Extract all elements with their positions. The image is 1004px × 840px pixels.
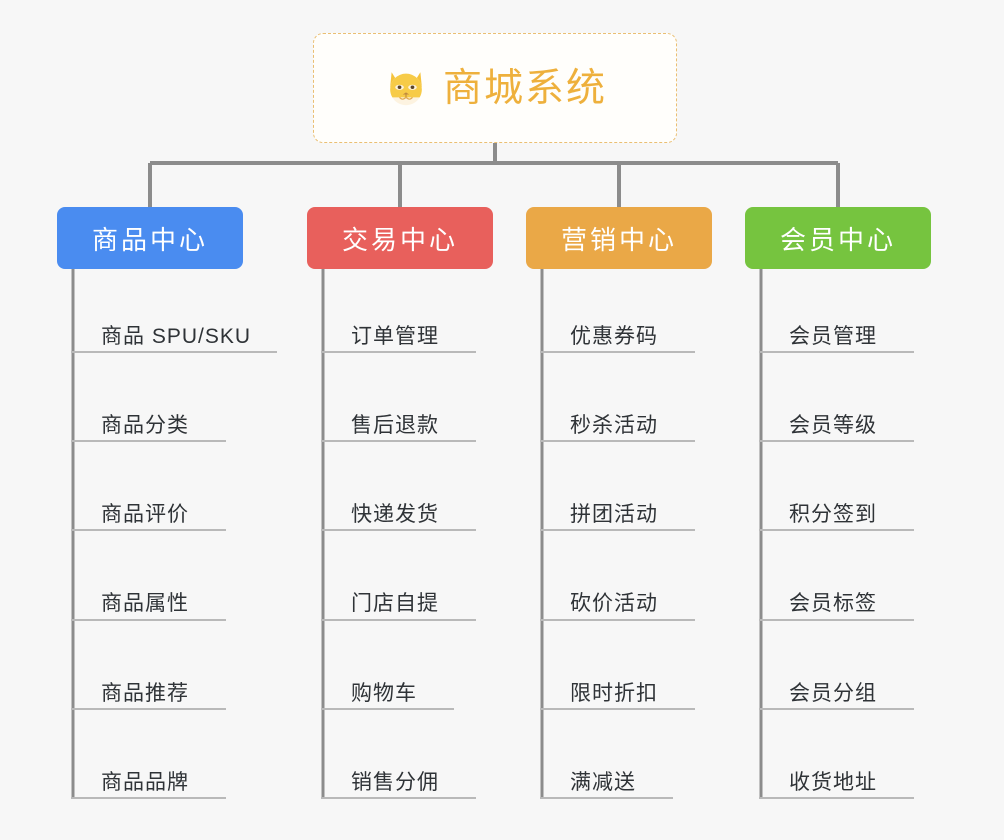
leaf-item[interactable]: 商品 SPU/SKU (71, 307, 277, 353)
leaf-item-label: 销售分佣 (351, 770, 439, 794)
leaf-item-label: 快递发货 (351, 503, 439, 527)
header-marketing-center[interactable]: 营销中心 (526, 207, 712, 269)
root-title: 商城系统 (442, 66, 607, 110)
header-trade-center-label: 交易中心 (341, 224, 458, 255)
header-marketing-center-label: 营销中心 (560, 224, 677, 255)
leaf-item[interactable]: 快递发货 (321, 485, 476, 532)
leaf-item[interactable]: 售后退款 (321, 396, 476, 443)
leaf-item[interactable]: 会员管理 (759, 307, 914, 353)
leaf-item-label: 售后退款 (351, 414, 439, 438)
column-marketing-center: 营销中心 优惠券码秒杀活动拼团活动砍价活动限时折扣满减送 (526, 0, 746, 840)
header-member-center[interactable]: 会员中心 (745, 207, 931, 269)
leaf-item-label: 会员等级 (789, 414, 877, 438)
leaf-item[interactable]: 商品评价 (71, 485, 226, 532)
leaf-item[interactable]: 销售分佣 (321, 753, 476, 799)
leaf-item-label: 商品分类 (101, 414, 189, 438)
leaf-item[interactable]: 商品属性 (71, 575, 226, 621)
leaf-item[interactable]: 会员等级 (759, 396, 914, 443)
leaf-item[interactable]: 砍价活动 (540, 575, 695, 621)
leaf-item-label: 会员标签 (789, 592, 877, 616)
leaf-item-label: 购物车 (351, 681, 417, 705)
leaf-item[interactable]: 积分签到 (759, 485, 914, 532)
shiba-dog-icon (390, 72, 422, 106)
column-trade-center: 交易中心 订单管理售后退款快递发货门店自提购物车销售分佣 (307, 0, 527, 840)
leaf-item[interactable]: 门店自提 (321, 575, 476, 621)
leaf-item-label: 收货地址 (789, 770, 877, 794)
leaf-item-label: 商品 SPU/SKU (101, 324, 252, 348)
leaf-item-label: 商品推荐 (101, 681, 189, 705)
header-trade-center[interactable]: 交易中心 (307, 207, 493, 269)
leaf-item[interactable]: 订单管理 (321, 307, 476, 353)
header-product-center[interactable]: 商品中心 (57, 207, 243, 269)
leaf-item-label: 拼团活动 (570, 503, 658, 527)
header-member-center-label: 会员中心 (779, 224, 896, 255)
leaf-item-label: 优惠券码 (570, 324, 658, 348)
leaf-item-label: 会员管理 (789, 324, 877, 348)
column-member-center: 会员中心 会员管理会员等级积分签到会员标签会员分组收货地址 (745, 0, 965, 840)
leaf-item[interactable]: 商品推荐 (71, 664, 226, 710)
leaf-item-label: 秒杀活动 (570, 414, 658, 438)
leaf-item[interactable]: 秒杀活动 (540, 396, 695, 443)
leaf-item-label: 限时折扣 (570, 681, 658, 705)
leaf-item[interactable]: 会员分组 (759, 664, 914, 710)
root-node[interactable]: 商城系统 (313, 33, 677, 143)
leaf-item[interactable]: 满减送 (540, 753, 673, 799)
leaf-item[interactable]: 收货地址 (759, 753, 914, 799)
leaf-item-label: 商品属性 (101, 592, 189, 616)
leaf-item[interactable]: 优惠券码 (540, 307, 695, 353)
leaf-item-label: 砍价活动 (570, 592, 658, 616)
column-product-center: 商品中心 商品 SPU/SKU 商品分类商品评价商品属性商品推荐商品品牌 (57, 0, 277, 840)
leaf-item[interactable]: 购物车 (321, 664, 454, 710)
leaf-item-label: 订单管理 (351, 324, 439, 348)
leaf-item-label: 满减送 (570, 770, 636, 794)
leaf-item[interactable]: 限时折扣 (540, 664, 695, 710)
leaf-item-label: 积分签到 (789, 503, 877, 527)
leaf-item-label: 商品评价 (101, 503, 189, 527)
header-product-center-label: 商品中心 (91, 224, 208, 255)
leaf-item[interactable]: 会员标签 (759, 575, 914, 621)
leaf-item-label: 会员分组 (789, 681, 877, 705)
leaf-item-label: 商品品牌 (101, 770, 189, 794)
leaf-item[interactable]: 拼团活动 (540, 485, 695, 532)
leaf-item[interactable]: 商品品牌 (71, 753, 226, 799)
leaf-item[interactable]: 商品分类 (71, 396, 226, 443)
leaf-item-label: 门店自提 (351, 592, 439, 616)
